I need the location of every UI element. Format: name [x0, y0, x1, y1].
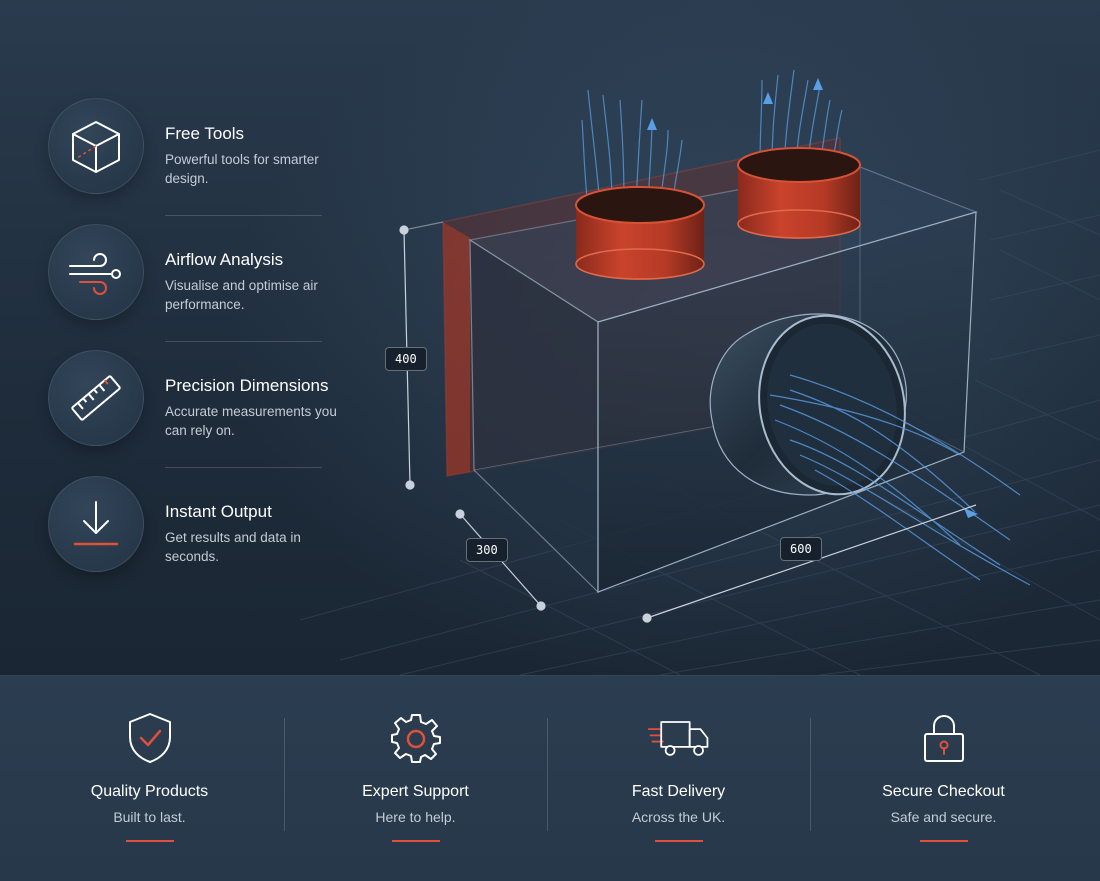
ruler-icon: [71, 375, 121, 421]
feature-airflow-analysis: Airflow Analysis Visualise and optimise …: [48, 224, 348, 350]
top-spigot-left: [575, 186, 705, 280]
benefit-accent-line: [654, 840, 703, 842]
feature-icon-badge: [48, 98, 144, 194]
benefit-accent-line: [391, 840, 440, 842]
feature-icon-badge: [48, 476, 144, 572]
benefit-subtitle: Here to help.: [375, 809, 456, 825]
arrowhead-icon: [964, 508, 978, 518]
feature-title: Precision Dimensions: [165, 376, 329, 395]
benefit-quality-products: Quality Products Built to last.: [18, 676, 281, 881]
shield-check-icon: [128, 713, 171, 763]
benefit-subtitle: Across the UK.: [631, 809, 726, 825]
feature-icon-badge: [48, 224, 144, 320]
arrowhead-icon: [763, 92, 773, 104]
feature-title: Airflow Analysis: [165, 250, 284, 269]
wind-icon: [69, 253, 121, 295]
benefit-secure-checkout: Secure Checkout Safe and secure.: [812, 676, 1075, 881]
benefit-separator: [284, 718, 285, 831]
feature-divider: [165, 467, 322, 468]
arrowhead-icon: [647, 118, 657, 130]
benefits-bar: Quality Products Built to last. Expert S…: [0, 675, 1100, 881]
feature-title: Free Tools: [165, 124, 245, 143]
top-spigot-right: [737, 147, 861, 239]
feature-icon-badge: [48, 350, 144, 446]
side-outlet-duct: [709, 313, 907, 496]
feature-free-tools: Free Tools Powerful tools for smarter de…: [48, 98, 348, 224]
benefit-title: Secure Checkout: [882, 783, 1005, 800]
feature-precision-dimensions: Precision Dimensions Accurate measuremen…: [48, 350, 348, 476]
feature-divider: [165, 341, 322, 342]
cube-icon: [72, 121, 120, 173]
benefit-title: Expert Support: [362, 783, 469, 800]
benefit-accent-line: [919, 840, 968, 842]
padlock-icon: [923, 715, 964, 762]
feature-list: Free Tools Powerful tools for smarter de…: [48, 98, 348, 602]
hero-section: 400 300 600 Free Tools Powerful tools fo…: [0, 0, 1100, 675]
gear-icon: [390, 714, 441, 763]
benefit-separator: [547, 718, 548, 831]
feature-description: Get results and data in seconds.: [165, 530, 301, 564]
arrowhead-icon: [813, 78, 823, 90]
feature-description: Visualise and optimise air performance.: [165, 278, 318, 312]
feature-divider: [165, 215, 322, 216]
plenum-box-illustration: [299, 69, 1100, 675]
dimension-height-label: 400: [385, 347, 427, 371]
dimension-depth-label: 300: [466, 538, 508, 562]
truck-icon: [647, 721, 708, 756]
benefit-separator: [810, 718, 811, 831]
benefit-accent-line: [125, 840, 174, 842]
feature-description: Powerful tools for smarter design.: [165, 152, 319, 186]
feature-instant-output: Instant Output Get results and data in s…: [48, 476, 348, 602]
benefit-title: Quality Products: [90, 783, 209, 800]
dimension-lines: [399, 221, 977, 623]
feature-description: Accurate measurements you can rely on.: [165, 404, 337, 438]
benefit-expert-support: Expert Support Here to help.: [284, 676, 547, 881]
benefit-title: Fast Delivery: [631, 783, 726, 800]
rear-flange-edge: [443, 222, 470, 476]
feature-title: Instant Output: [165, 502, 272, 521]
benefit-subtitle: Built to last.: [113, 809, 186, 825]
benefit-fast-delivery: Fast Delivery Across the UK.: [547, 676, 810, 881]
download-icon: [73, 501, 119, 546]
benefit-subtitle: Safe and secure.: [890, 809, 997, 825]
dimension-width-label: 600: [780, 537, 822, 561]
